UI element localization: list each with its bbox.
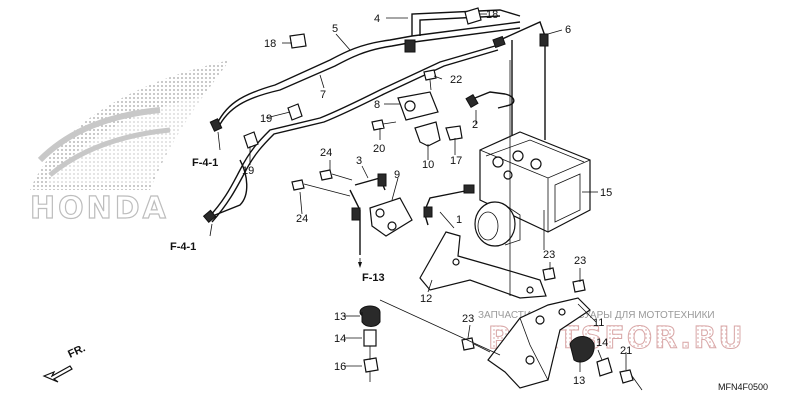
pipe-clamps (243, 7, 482, 149)
callout-5: 5 (332, 23, 338, 35)
callout-13-lower: 13 (573, 375, 585, 387)
callout-23-a: 23 (543, 249, 555, 261)
callout-9: 9 (394, 169, 400, 181)
callout-14-left: 14 (334, 333, 346, 345)
callout-16: 16 (334, 361, 346, 373)
reference-f-4-1-upper: F-4-1 (192, 157, 218, 169)
callout-19-lower: 19 (242, 165, 254, 177)
reference-arrows (209, 131, 362, 268)
callout-21: 21 (620, 345, 632, 357)
grommet-stack (359, 305, 381, 382)
callout-22: 22 (450, 74, 462, 86)
callout-12: 12 (420, 293, 432, 305)
front-direction-label: FR. (66, 342, 87, 360)
callout-2: 2 (472, 119, 478, 131)
callout-20: 20 (373, 143, 385, 155)
callout-8: 8 (374, 99, 380, 111)
callout-17: 17 (450, 155, 462, 167)
front-direction-arrow-icon (42, 365, 73, 383)
bracket-10 (414, 121, 441, 147)
callout-18-right: 18 (486, 9, 498, 21)
reference-f-13: F-13 (362, 272, 385, 284)
honda-watermark-text: HONDA (30, 191, 169, 226)
callout-4: 4 (374, 13, 380, 25)
bolts-23 (461, 267, 586, 353)
lower-mount-bracket (487, 297, 643, 391)
callout-14-right: 14 (596, 337, 608, 349)
shop-tagline-watermark: ЗАПЧАСТИ И АКСЕССУАРЫ ДЛЯ МОТОТЕХНИКИ (478, 310, 715, 321)
callout-23-b: 23 (574, 255, 586, 267)
callout-18-left: 18 (264, 38, 276, 50)
pipe-fittings (202, 33, 549, 223)
bolts (291, 69, 463, 197)
callout-11: 11 (593, 317, 604, 329)
callout-23-c: 23 (462, 313, 474, 325)
pcv-valves (369, 91, 439, 237)
leader-lines (249, 13, 627, 372)
callout-10: 10 (422, 159, 434, 171)
callout-15: 15 (600, 187, 612, 199)
callouts: 1 2 3 4 5 6 7 8 9 10 11 12 13 13 14 14 1… (242, 9, 632, 387)
abs-modulator (474, 131, 591, 247)
reference-f-4-1-lower: F-4-1 (170, 241, 196, 253)
callout-19-upper: 19 (260, 113, 272, 125)
callout-1: 1 (456, 214, 462, 226)
callout-24-lower: 24 (296, 213, 308, 225)
abs-bracket-12 (419, 231, 547, 299)
callout-3: 3 (356, 155, 362, 167)
callout-6: 6 (565, 24, 571, 36)
honda-wing-watermark (30, 60, 230, 190)
callout-13-upper: 13 (334, 311, 346, 323)
diagram-code: MFN4F0500 (718, 382, 768, 392)
callout-24-upper: 24 (320, 147, 332, 159)
callout-7: 7 (320, 89, 326, 101)
brake-pipes (207, 9, 546, 255)
